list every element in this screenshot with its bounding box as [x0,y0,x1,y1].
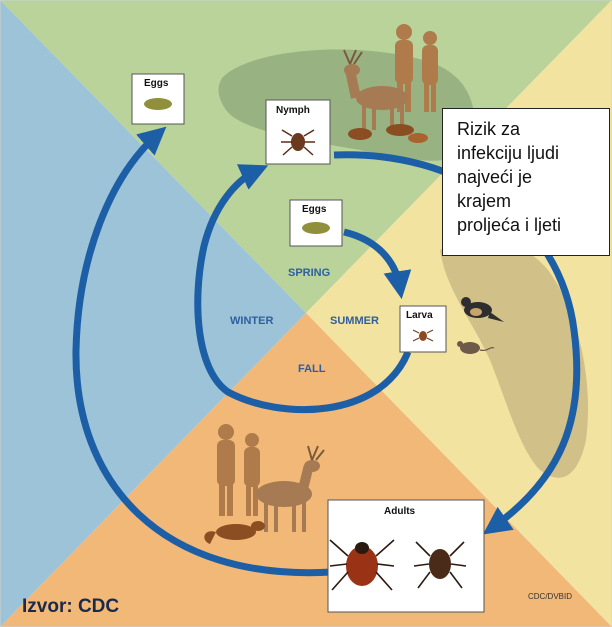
outer-cycle-arrow [72,126,333,577]
adults-card: Adults [327,499,485,613]
larva-card: Larva [399,305,447,353]
larva-to-nymph-arrow [194,164,412,414]
risk-callout-line: najveći je [457,167,533,187]
season-label-winter: WINTER [230,315,273,327]
source-label: Izvor: CDC [22,596,120,617]
eggs-to-larva-arrow [343,228,412,300]
season-label-summer: SUMMER [330,315,379,327]
risk-zone-right [440,238,589,478]
bird-silhouette-icon [461,297,504,322]
larva-label: Larva [406,310,433,321]
human-silhouette-icon [217,424,260,516]
female-adult-tick-icon [329,539,395,591]
nymph-card: Nymph [265,99,331,165]
nymph-label: Nymph [276,105,310,116]
male-adult-tick-icon [413,541,467,589]
deer-silhouette-icon [256,445,325,532]
risk-callout-line: Rizik za [457,119,521,139]
deer-silhouette-icon [343,49,408,130]
nymph-to-adults-arrow [333,151,581,535]
fox-silhouette-icon [204,521,265,544]
larva-tick-icon [412,329,434,342]
egg-cluster-icon [144,98,172,110]
eggs-top-label: Eggs [144,78,169,89]
egg-cluster-icon [302,222,330,234]
mouse-silhouette-icon [457,341,495,354]
risk-callout-line: infekciju ljudi [457,143,560,163]
credit-label: CDC/DVBID [528,592,573,601]
season-label-fall: FALL [298,363,326,375]
risk-callout-line: proljeća i ljeti [457,215,562,235]
adults-label: Adults [384,506,416,517]
small-mammals-icon [348,124,428,143]
nymph-tick-icon [281,129,315,156]
upper-hosts-illustration [343,24,438,143]
eggs-inner-card: Eggs [289,199,343,247]
lower-hosts-illustration [204,424,325,544]
risk-callout: Rizik za infekciju ljudi najveći je kraj… [442,108,610,256]
eggs-top-card: Eggs [131,73,185,125]
eggs-inner-label: Eggs [302,204,327,215]
risk-callout-line: krajem [457,191,512,211]
season-label-spring: SPRING [288,267,330,279]
winter-quadrant [0,0,306,627]
